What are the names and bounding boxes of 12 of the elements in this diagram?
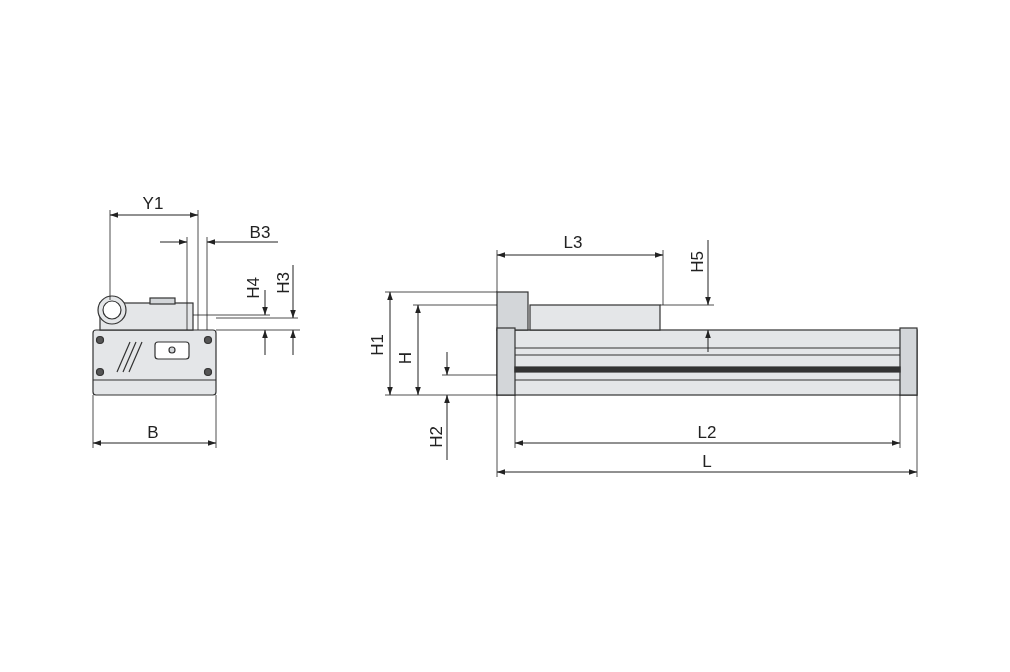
dimension-label: L2 <box>697 423 717 441</box>
dimension-label: H3 <box>274 272 292 294</box>
dimension-label: L <box>702 452 712 470</box>
dimension-label: Y1 <box>142 194 164 212</box>
dimension-label: B <box>147 423 159 441</box>
dimension-label: H <box>396 351 414 365</box>
dimension-label: L3 <box>563 233 583 251</box>
dimension-label: H5 <box>688 251 706 273</box>
dimension-label: H2 <box>427 426 445 448</box>
dimension-label: H4 <box>244 277 262 299</box>
dimension-label: H1 <box>368 334 386 356</box>
dimension-label: B3 <box>249 223 271 241</box>
